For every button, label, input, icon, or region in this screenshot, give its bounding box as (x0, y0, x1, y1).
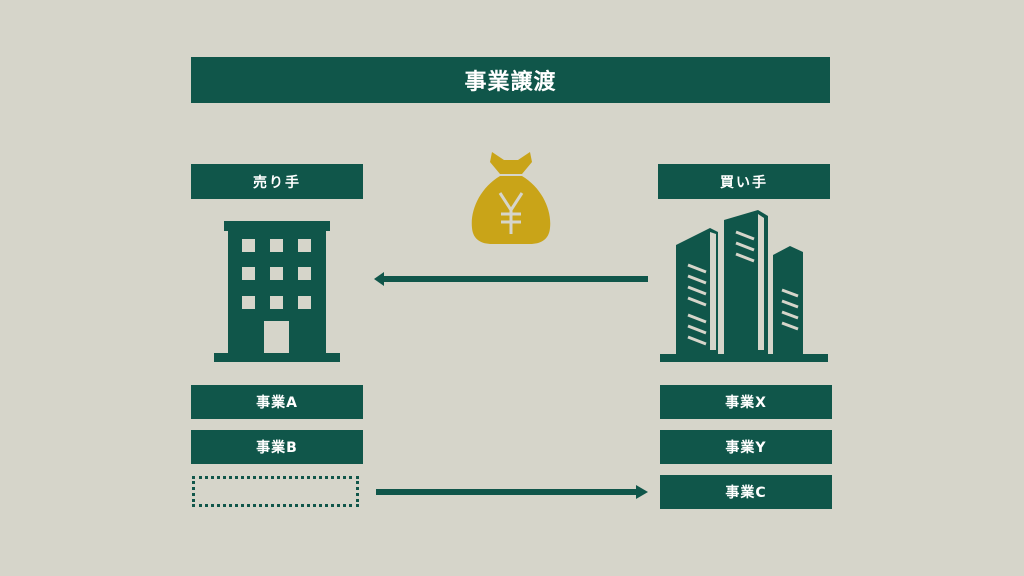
seller-business-a: 事業A (191, 385, 363, 419)
transferred-business-placeholder (192, 476, 359, 507)
buyer-label: 買い手 (658, 164, 830, 199)
seller-label: 売り手 (191, 164, 363, 199)
skyscrapers-icon (660, 210, 828, 362)
payment-arrow-left (374, 272, 648, 286)
yen-money-bag-icon (471, 152, 551, 244)
diagram-title: 事業譲渡 (191, 57, 830, 103)
buyer-business-c: 事業C (660, 475, 832, 509)
buyer-business-x: 事業X (660, 385, 832, 419)
seller-business-b: 事業B (191, 430, 363, 464)
business-transfer-arrow-right (376, 485, 648, 499)
buyer-business-y: 事業Y (660, 430, 832, 464)
office-building-icon (214, 221, 340, 362)
